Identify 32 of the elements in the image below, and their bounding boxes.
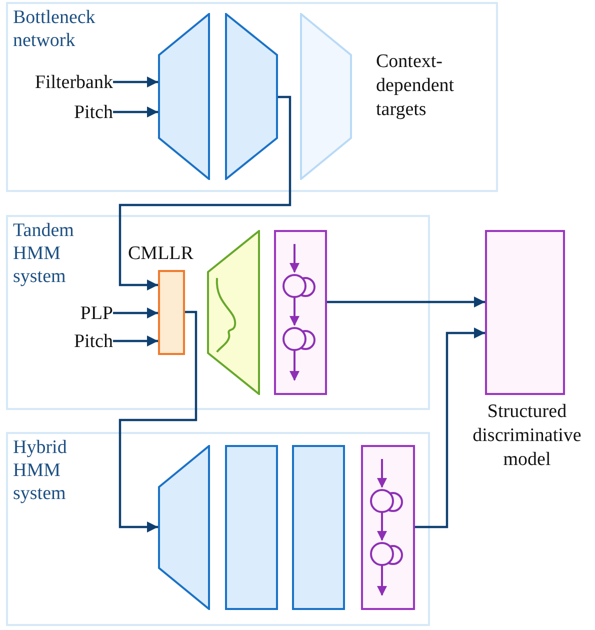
panel-title: Hybrid HMM system bbox=[13, 436, 68, 505]
system-panel bbox=[6, 2, 498, 192]
input-label: Pitch bbox=[10, 330, 113, 353]
layer-box bbox=[361, 445, 415, 610]
system-panel bbox=[6, 215, 430, 410]
trapezoid-layer bbox=[207, 230, 260, 395]
trapezoid-layer bbox=[225, 13, 278, 180]
arrow bbox=[118, 310, 198, 532]
trapezoid-layer bbox=[158, 13, 210, 180]
caption-text: CMLLR bbox=[128, 242, 194, 266]
arrow bbox=[113, 336, 158, 346]
layer-box bbox=[274, 230, 327, 395]
layer-box bbox=[158, 270, 185, 355]
panel-title: Bottleneck network bbox=[13, 6, 96, 52]
arrow bbox=[113, 308, 158, 318]
layer-box bbox=[225, 445, 278, 610]
layer-box bbox=[485, 230, 565, 395]
input-label: Filterbank bbox=[10, 71, 113, 94]
arrow bbox=[415, 328, 485, 528]
arrow bbox=[327, 296, 485, 308]
arrow bbox=[113, 76, 158, 88]
trapezoid-layer bbox=[158, 445, 210, 610]
input-label: Pitch bbox=[10, 101, 113, 124]
system-panel bbox=[6, 432, 430, 626]
arrow bbox=[118, 96, 292, 290]
caption-text: Context-dependent targets bbox=[376, 50, 456, 122]
layer-box bbox=[292, 445, 345, 610]
trapezoid-layer bbox=[300, 13, 352, 180]
caption-text: Structured discriminative model bbox=[472, 400, 582, 472]
input-label: PLP bbox=[10, 302, 113, 325]
arrow bbox=[113, 106, 158, 118]
panel-title: Tandem HMM system bbox=[13, 219, 75, 288]
